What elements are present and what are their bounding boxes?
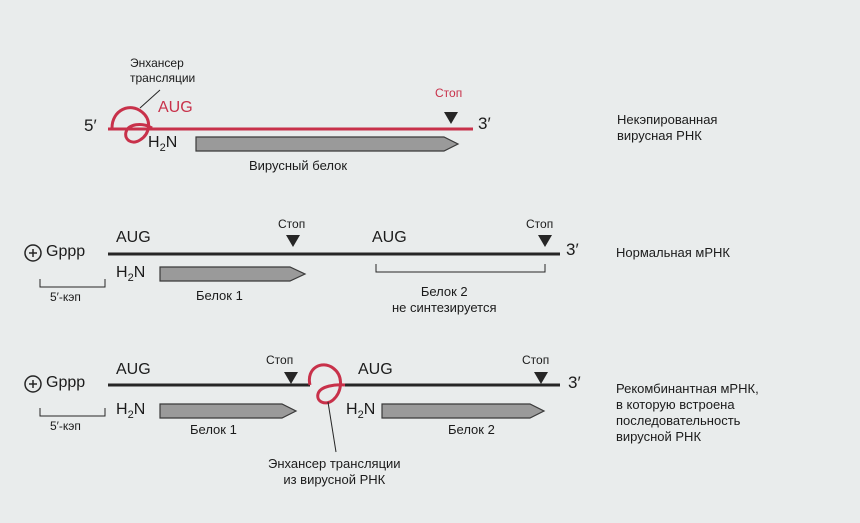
cap-label-3: 5′-кэп <box>50 419 81 433</box>
normal-mrna-label: Нормальная мРНК <box>616 245 731 260</box>
cap-bracket-2 <box>39 279 106 288</box>
viral-protein-label: Вирусный белок <box>249 158 348 173</box>
panel-1-graphics <box>108 89 473 152</box>
stop-label-2b: Стоп <box>526 217 554 231</box>
stop-label-1: Стоп <box>435 86 463 100</box>
three-prime-label-3: 3′ <box>568 373 581 392</box>
panel-2-graphics <box>24 235 560 288</box>
enhancer-label-1: Энхансер трансляции <box>130 56 196 85</box>
enhancer-loop-3 <box>307 363 346 405</box>
cap-circle-2 <box>24 244 42 262</box>
enhancer-pointer-3 <box>327 401 337 453</box>
protein-2-not-synth-label: Белок 2 не синтезируется <box>392 284 497 315</box>
stop-label-3b: Стоп <box>522 353 550 367</box>
panel-3-graphics <box>24 363 560 453</box>
stop-label-3a: Стоп <box>266 353 294 367</box>
uncapped-rna-label: Некэпированная вирусная РНК <box>617 112 718 143</box>
nh2-label-1: H2N <box>148 134 178 155</box>
cap-label-2: 5′-кэп <box>50 290 81 304</box>
aug-label-3a: AUG <box>116 361 151 378</box>
aug-label-2b: AUG <box>372 229 407 246</box>
stop-marker-1 <box>444 112 458 124</box>
nh2-label-3a: H2N <box>116 401 146 422</box>
enhancer-label-3: Энхансер трансляции из вирусной РНК <box>268 456 401 487</box>
protein-2-bracket <box>375 264 546 273</box>
protein-1-arrow-3 <box>159 403 298 419</box>
aug-label-1: AUG <box>158 99 193 116</box>
enhancer-loop-1 <box>110 106 153 144</box>
stop-marker-3b <box>534 372 548 384</box>
stop-marker-2a <box>286 235 300 247</box>
five-prime-label: 5′ <box>84 116 97 135</box>
nh2-label-3b: H2N <box>346 401 376 422</box>
protein-2-arrow-3 <box>381 403 546 419</box>
stop-marker-2b <box>538 235 552 247</box>
nh2-label-2: H2N <box>116 264 146 285</box>
protein-2-label-3: Белок 2 <box>448 422 495 437</box>
stop-label-2a: Стоп <box>278 217 306 231</box>
aug-label-3b: AUG <box>358 361 393 378</box>
viral-protein-arrow <box>195 136 460 152</box>
gppp-label-3: Gppp <box>46 374 86 391</box>
protein-1-arrow-2 <box>159 266 307 282</box>
recombinant-mrna-label: Рекомбинантная мРНК, в которую встроена … <box>616 381 759 444</box>
three-prime-label-2: 3′ <box>566 240 579 259</box>
three-prime-label-1: 3′ <box>478 114 491 133</box>
stop-marker-3a <box>284 372 298 384</box>
cap-circle-3 <box>24 375 42 393</box>
gppp-label-2: Gppp <box>46 243 86 260</box>
protein-1-label-2: Белок 1 <box>196 288 243 303</box>
enhancer-pointer-1 <box>139 89 161 109</box>
cap-bracket-3 <box>39 408 106 417</box>
aug-label-2a: AUG <box>116 229 151 246</box>
protein-1-label-3: Белок 1 <box>190 422 237 437</box>
